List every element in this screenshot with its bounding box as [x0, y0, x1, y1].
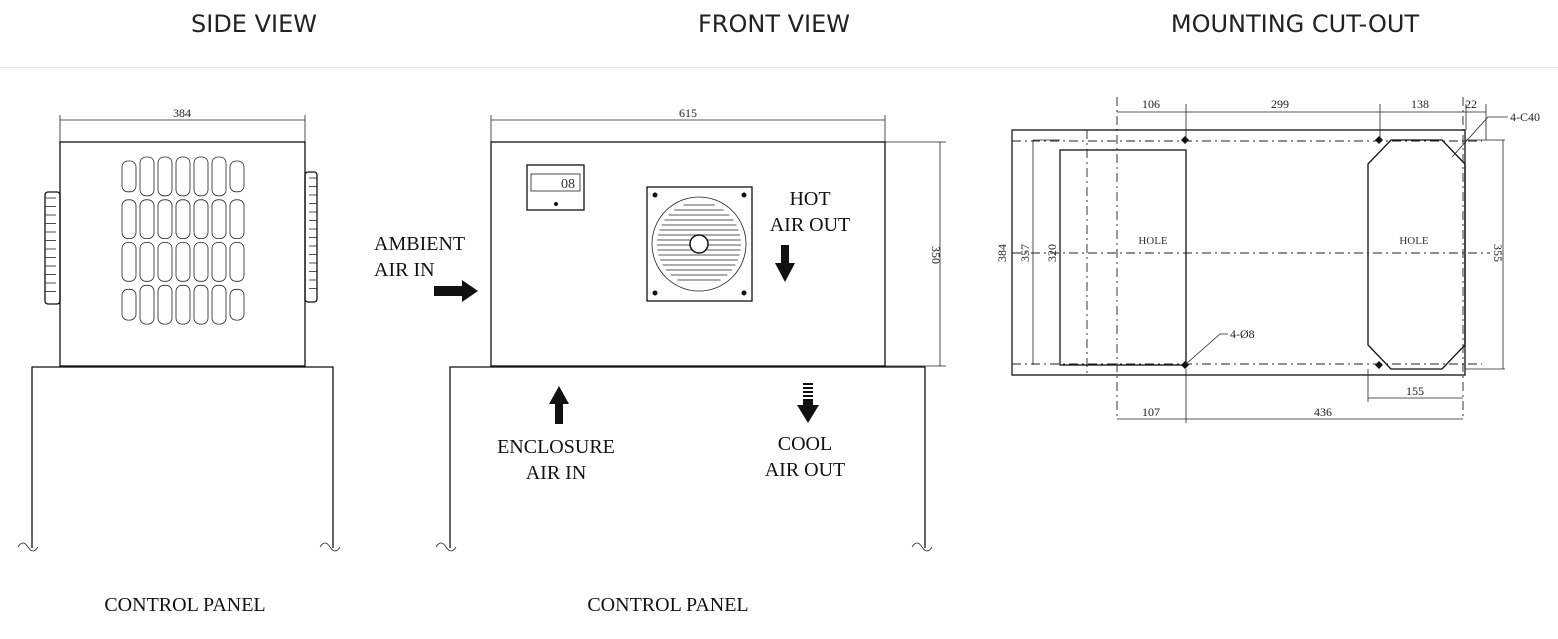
grille-slot [139, 284, 155, 325]
grille-slot [139, 242, 155, 282]
controller-led-icon [554, 202, 558, 206]
front-width-dim: 615 [679, 106, 697, 120]
grille-slot [229, 242, 245, 282]
front-control-panel [449, 366, 926, 548]
hot-label-1: HOT [789, 188, 830, 210]
grille-slot [229, 288, 245, 321]
grille-slot [121, 160, 137, 193]
mounting-hole-icon [1375, 361, 1383, 369]
cool-label-1: COOL [778, 433, 832, 455]
hot-label-2: AIR OUT [770, 214, 851, 236]
hot-air-out-arrow-icon [775, 245, 795, 282]
side-control-panel [31, 366, 334, 548]
side-right-fan-housing [304, 171, 318, 303]
grille-slot [211, 284, 227, 325]
front-break-right [911, 542, 933, 552]
cutout-hole-note: 4-Ø8 [1230, 327, 1255, 341]
cutout-dim-320: 320 [1045, 244, 1059, 262]
grille-slot [157, 199, 173, 240]
cutout-dim-155: 155 [1406, 384, 1424, 398]
grille-slot [121, 288, 137, 321]
cool-label-2: AIR OUT [765, 459, 846, 481]
corner-leader [1451, 116, 1508, 158]
cutout-dim-436: 436 [1314, 405, 1332, 419]
grille-slot [193, 284, 209, 325]
grille-slot [175, 284, 191, 325]
mounting-hole-icon [1375, 136, 1383, 144]
mounting-cutout-title: MOUNTING CUT-OUT [1170, 10, 1420, 38]
grille-slot [193, 156, 209, 197]
grille-slot [139, 199, 155, 240]
fan-screw-icon [652, 192, 658, 198]
grille-slot [193, 242, 209, 282]
grille-slot [211, 199, 227, 240]
front-break-left [435, 542, 457, 552]
grille-slot [193, 199, 209, 240]
cutout-dim-22: 22 [1465, 97, 1477, 111]
controller-display-value: 08 [561, 177, 575, 192]
front-view: 615 350 08 [374, 106, 946, 616]
front-panel-caption: CONTROL PANEL [587, 594, 748, 616]
cutout-dim-357: 357 [1018, 244, 1032, 262]
side-break-left [17, 542, 39, 552]
grille-slot [175, 156, 191, 197]
grille-slot [175, 199, 191, 240]
cutout-dim-355: 355 [1491, 244, 1505, 262]
side-view-title: SIDE VIEW [191, 10, 317, 38]
cool-air-out-arrow-icon [797, 383, 819, 423]
front-height-dim: 350 [929, 246, 943, 264]
grille-slot [211, 242, 227, 282]
side-left-fan-housing [44, 191, 61, 305]
front-fan-ring [651, 196, 747, 292]
ambient-air-in-arrow-icon [434, 280, 478, 302]
side-panel-caption: CONTROL PANEL [104, 594, 265, 616]
front-fan-frame [646, 186, 753, 302]
grille-slot [157, 242, 173, 282]
controller-display [530, 173, 581, 192]
grille-slot [175, 242, 191, 282]
side-unit-body [59, 141, 306, 367]
fan-hub-logo-icon [689, 234, 709, 254]
side-grille [121, 156, 245, 325]
enclosure-label-2: AIR IN [526, 462, 587, 484]
side-view: 384 CONTROL PANEL [17, 106, 341, 616]
grille-slot [157, 284, 173, 325]
front-unit-body [490, 141, 886, 367]
fan-screw-icon [741, 192, 747, 198]
cutout-corner-note: 4-C40 [1510, 110, 1540, 124]
mounting-cutout: HOLE HOLE 106 299 138 22 4-C40 384 357 3… [995, 97, 1540, 423]
fan-screw-icon [652, 290, 658, 296]
cutout-left-opening [1059, 149, 1187, 366]
grille-slot [121, 242, 137, 282]
side-fan-ribs [45, 177, 317, 292]
grille-slot [229, 160, 245, 193]
cutout-right-opening [1367, 139, 1466, 370]
mounting-hole-icon [1181, 136, 1189, 144]
cutout-dim-107: 107 [1142, 405, 1160, 419]
fan-screw-icon [741, 290, 747, 296]
grille-slot [121, 199, 137, 240]
controller-box [526, 164, 585, 211]
cutout-left-hole-label: HOLE [1138, 235, 1168, 247]
enclosure-label-1: ENCLOSURE [497, 436, 615, 458]
grille-slot [229, 199, 245, 240]
enclosure-air-in-arrow-icon [549, 386, 569, 424]
cutout-dim-299: 299 [1271, 97, 1289, 111]
side-width-dim: 384 [173, 106, 191, 120]
cutout-right-hole-label: HOLE [1399, 235, 1429, 247]
cutout-dim-106: 106 [1142, 97, 1160, 111]
ambient-label-2: AIR IN [374, 259, 435, 281]
grille-slot [139, 156, 155, 197]
ambient-label-1: AMBIENT [374, 233, 465, 255]
hole-leader [1185, 333, 1228, 365]
side-break-right [319, 542, 341, 552]
cutout-dim-138: 138 [1411, 97, 1429, 111]
grille-slot [157, 156, 173, 197]
cutout-dim-384: 384 [995, 244, 1009, 262]
grille-slot [211, 156, 227, 197]
header-bar: SIDE VIEW FRONT VIEW MOUNTING CUT-OUT [0, 0, 1558, 68]
front-view-title: FRONT VIEW [697, 10, 851, 38]
